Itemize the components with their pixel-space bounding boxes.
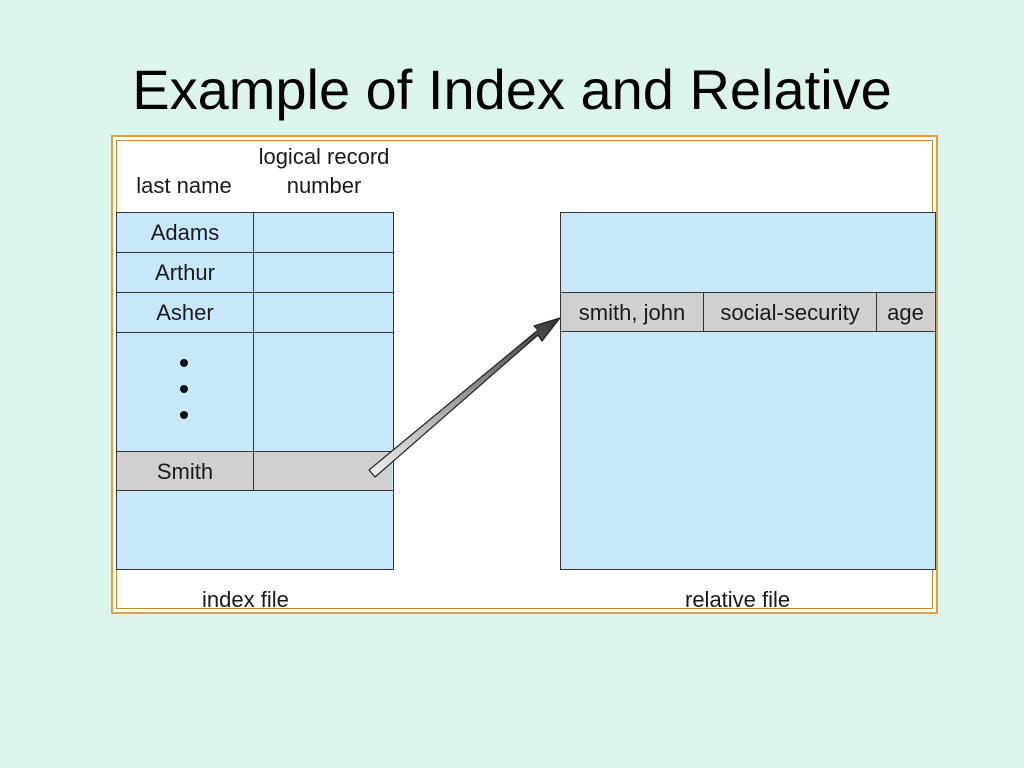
ellipsis-dot — [180, 359, 188, 367]
header-logical-record-line1: logical record — [258, 144, 390, 169]
index-row-divider — [117, 252, 393, 253]
index-name-arthur: Arthur — [155, 260, 215, 285]
caption-index-file: index file — [202, 587, 289, 612]
relative-field-divider — [876, 293, 877, 332]
index-row-divider — [117, 292, 393, 293]
index-row-divider — [117, 490, 393, 491]
caption-relative-file: relative file — [685, 587, 791, 612]
index-name-asher: Asher — [156, 300, 214, 325]
index-name-smith: Smith — [156, 458, 214, 484]
record-field-social-security: social-security — [720, 299, 860, 325]
relative-row-divider — [561, 331, 935, 332]
record-field-age: age — [887, 299, 924, 325]
index-column-divider — [253, 213, 254, 491]
index-row-divider — [117, 451, 393, 452]
relative-row-divider — [561, 292, 935, 293]
header-logical-record-line2: number — [286, 173, 362, 198]
relative-file-table: smith, john social-security age — [560, 212, 936, 570]
index-row-divider — [117, 332, 393, 333]
slide-title: Example of Index and Relative — [132, 58, 892, 121]
record-field-name: smith, john — [578, 299, 686, 325]
ellipsis-dot — [180, 411, 188, 419]
smith-record-highlight — [561, 293, 934, 332]
ellipsis-dot — [180, 385, 188, 393]
relative-field-divider — [703, 293, 704, 332]
header-last-name: last name — [136, 173, 232, 198]
smith-row-highlight — [117, 452, 392, 491]
index-name-adams: Adams — [150, 220, 220, 245]
pointer-arrow-shape — [368, 317, 561, 478]
index-file-table: Adams Arthur Asher Smith — [116, 212, 394, 570]
